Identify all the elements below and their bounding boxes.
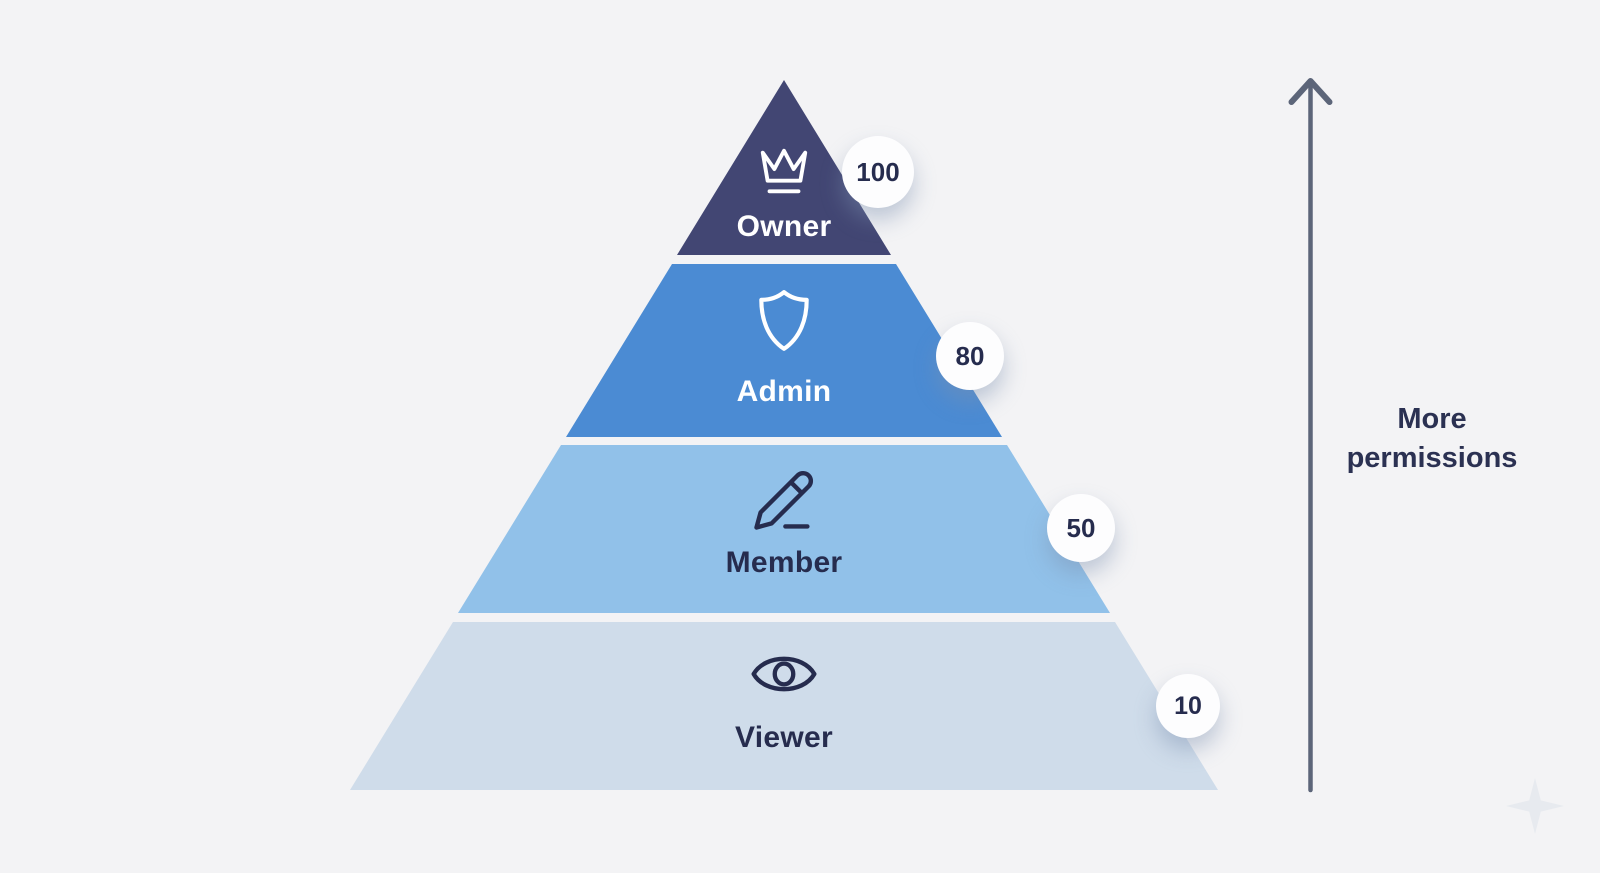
owner-score-badge: 100 (842, 136, 914, 208)
eye-icon (751, 656, 817, 692)
sparkle-icon (1506, 778, 1564, 834)
tier-owner-label: Owner (736, 210, 832, 243)
shield-icon (759, 290, 809, 351)
tier-viewer-label: Viewer (735, 721, 833, 754)
admin-score-badge: 80 (936, 322, 1004, 390)
crown-icon (760, 148, 808, 194)
axis-label-more-permissions: More permissions (1346, 403, 1518, 474)
pencil-icon (754, 470, 814, 530)
viewer-score-badge: 10 (1156, 674, 1220, 738)
tier-member (458, 445, 1110, 613)
arrow-up-icon (1288, 78, 1333, 793)
permissions-pyramid: Owner Admin Member Viewer 100 80 50 10 (350, 80, 1220, 790)
member-score-badge: 50 (1047, 494, 1115, 562)
tier-admin-label: Admin (736, 375, 832, 408)
tier-viewer (350, 622, 1218, 790)
tier-member-label: Member (725, 546, 843, 579)
